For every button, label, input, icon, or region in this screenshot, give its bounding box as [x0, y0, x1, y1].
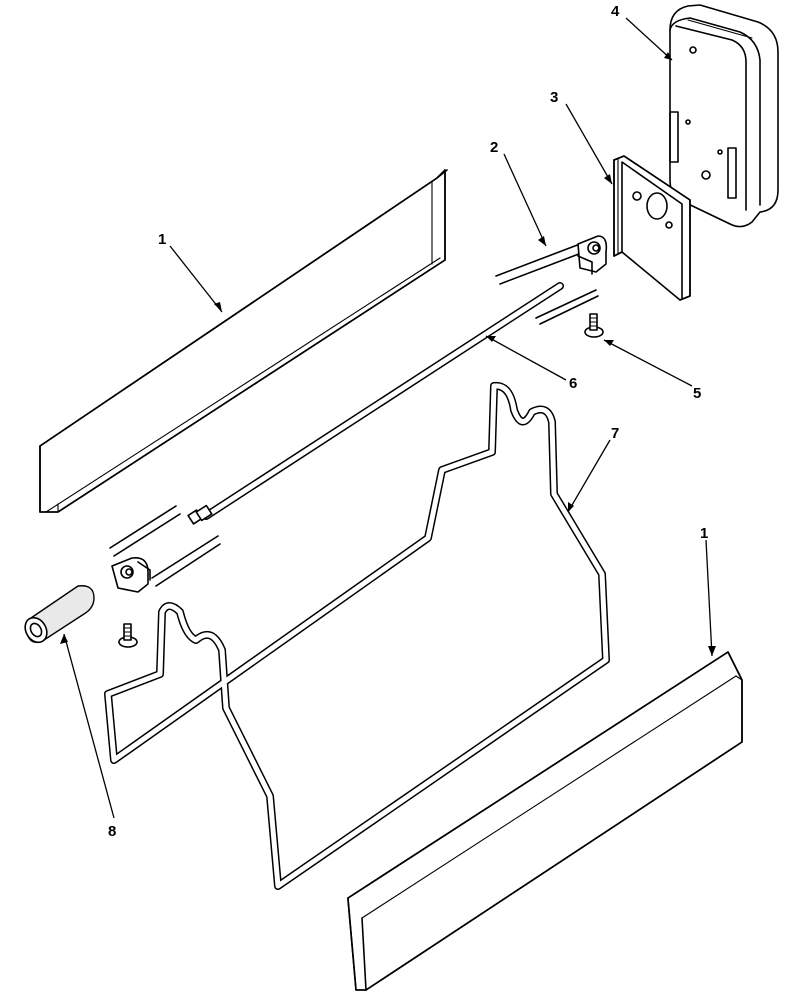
part-5-screw-upper [584, 313, 604, 338]
leader-6 [485, 335, 567, 381]
callout-2: 2 [490, 139, 498, 156]
callout-8: 8 [108, 823, 116, 840]
part-6-rod [187, 282, 564, 525]
callout-labels: 1 2 3 4 5 6 7 8 1 [108, 3, 708, 840]
leader-7 [567, 439, 611, 513]
leader-1b [705, 539, 713, 657]
callout-5: 5 [693, 385, 701, 402]
leader-4 [625, 17, 673, 61]
part-1-lower-trim [347, 651, 743, 991]
callout-7: 7 [611, 425, 619, 442]
part-4-housing [669, 4, 779, 228]
callout-3: 3 [550, 89, 558, 106]
callout-1-upper: 1 [158, 231, 166, 248]
leader-5 [603, 339, 693, 387]
leader-2 [503, 153, 547, 247]
leader-lines [63, 17, 713, 819]
leader-arrowheads [60, 52, 716, 656]
leader-3 [565, 103, 613, 185]
callout-4: 4 [611, 3, 620, 20]
callout-6: 6 [569, 375, 577, 392]
part-5-screw-lower [118, 623, 138, 648]
leader-8 [63, 633, 115, 819]
leader-1a [169, 245, 223, 313]
part-2-hinge-upper [495, 235, 608, 325]
part-3-bracket [613, 155, 691, 301]
callout-1-lower: 1 [700, 525, 708, 542]
part-2-hinge-lower [109, 505, 221, 593]
part-8-handle [24, 585, 95, 644]
part-7-wire-rack [104, 381, 610, 890]
part-1-upper-trim [39, 169, 448, 513]
